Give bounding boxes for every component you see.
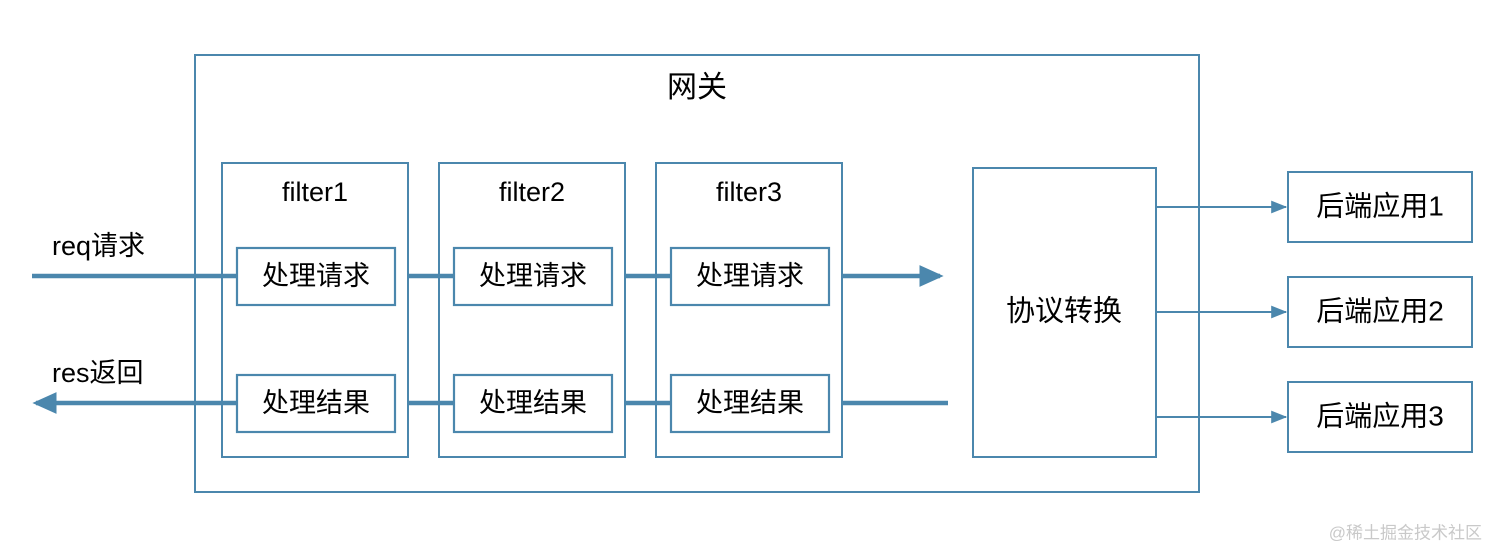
filter-3-request-cell-label: 处理请求 [696, 261, 804, 291]
gateway-title: 网关 [667, 71, 727, 104]
filter-3-response-cell-box [669, 373, 831, 434]
filter-2-response-cell-box [452, 373, 614, 434]
filter-label-3: filter3 [716, 177, 782, 207]
filter-2-response-cell-label: 处理结果 [479, 388, 587, 418]
filter-label-1: filter1 [282, 177, 348, 207]
gateway-container [194, 54, 1200, 493]
backend-app-box-2 [1287, 276, 1473, 348]
watermark-label: @稀土掘金技术社区 [1329, 523, 1482, 542]
backend-app-label-2: 后端应用2 [1316, 295, 1444, 326]
filter-box-3 [655, 162, 843, 458]
filter-2-request-cell-label: 处理请求 [479, 261, 587, 291]
protocol-conversion-label: 协议转换 [1006, 295, 1122, 328]
filter-1-request-cell-box [235, 246, 397, 307]
filter-1-request-cell-label: 处理请求 [262, 261, 370, 291]
filter-1-response-cell-label: 处理结果 [262, 388, 370, 418]
filter-box-1 [221, 162, 409, 458]
filter-3-response-cell-label: 处理结果 [696, 388, 804, 418]
backend-app-box-1 [1287, 171, 1473, 243]
filter-1-response-cell-box [235, 373, 397, 434]
backend-app-label-1: 后端应用1 [1316, 190, 1444, 221]
filter-label-2: filter2 [499, 177, 565, 207]
backend-app-box-3 [1287, 381, 1473, 453]
response-label: res返回 [52, 358, 144, 388]
backend-app-label-3: 后端应用3 [1316, 400, 1444, 431]
filter-box-2 [438, 162, 626, 458]
filter-3-request-cell-box [669, 246, 831, 307]
filter-2-request-cell-box [452, 246, 614, 307]
request-label: req请求 [52, 231, 145, 261]
